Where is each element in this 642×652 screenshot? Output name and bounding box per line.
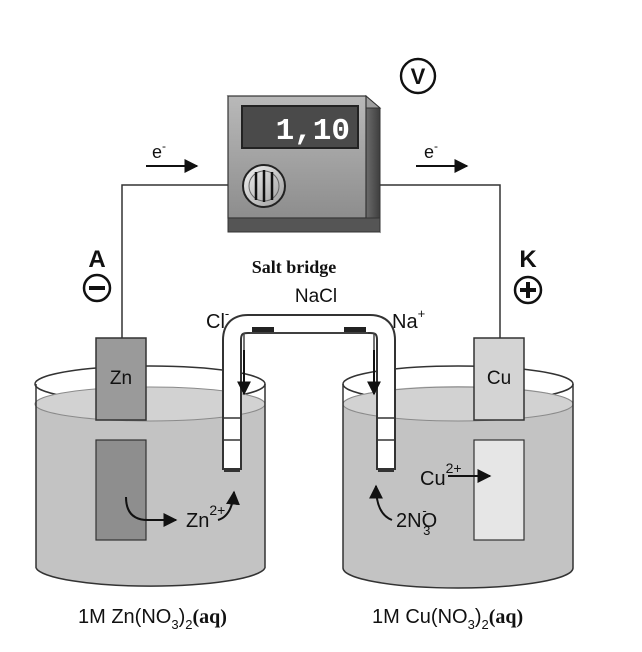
left-solution-label: 1M Zn(NO3)2(aq) xyxy=(78,606,227,632)
voltmeter-side xyxy=(365,94,381,234)
zinc-electrode: Zn xyxy=(95,337,147,541)
svg-text:e-: e- xyxy=(424,139,438,162)
electron-flow-left: e- xyxy=(146,139,199,173)
left-solution xyxy=(36,387,265,587)
salt-bridge-compound: NaCl xyxy=(295,286,337,307)
voltmeter-reading: 1,10 xyxy=(276,114,350,149)
wire-left xyxy=(121,184,228,338)
external-circuit xyxy=(121,184,501,338)
zinc-dissolution-arrow xyxy=(125,496,178,527)
zinc-ion-label: Zn2+ xyxy=(186,502,225,532)
left-beaker xyxy=(34,365,266,587)
zinc-ion-migration-arrow xyxy=(217,490,240,521)
salt-bridge-cation: Na+ xyxy=(392,306,425,333)
anode-label: A xyxy=(82,246,112,303)
svg-text:e-: e- xyxy=(152,139,166,162)
nitrate-ion-label: 2NO3- xyxy=(396,503,437,538)
zinc-electrode-label: Zn xyxy=(110,368,132,389)
anode-letter: A xyxy=(88,246,105,273)
voltmeter-symbol: V xyxy=(411,64,426,89)
salt-bridge-title: Salt bridge xyxy=(252,257,337,277)
copper-electrode-label: Cu xyxy=(487,368,511,389)
voltmeter: V 1,10 xyxy=(226,57,437,234)
voltmeter-display xyxy=(241,105,359,149)
voltmeter-symbol-circle xyxy=(399,57,437,95)
electron-flow-right: e- xyxy=(416,139,469,173)
copper-ion-label: Cu2+ xyxy=(420,460,462,490)
voltmeter-knob[interactable] xyxy=(242,164,286,208)
copper-electrode: Cu xyxy=(473,337,525,541)
nitrate-migration-arrow xyxy=(369,484,393,521)
voltmeter-base xyxy=(227,217,381,233)
cathode-letter: K xyxy=(519,246,537,273)
cathode-label: K xyxy=(513,246,543,305)
electron-label-right: e xyxy=(424,142,434,162)
salt-bridge-anion: Cl- xyxy=(206,306,229,333)
electron-label-left: e xyxy=(152,142,162,162)
right-solution-label: 1M Cu(NO3)2(aq) xyxy=(372,606,523,632)
wire-right xyxy=(380,184,501,338)
